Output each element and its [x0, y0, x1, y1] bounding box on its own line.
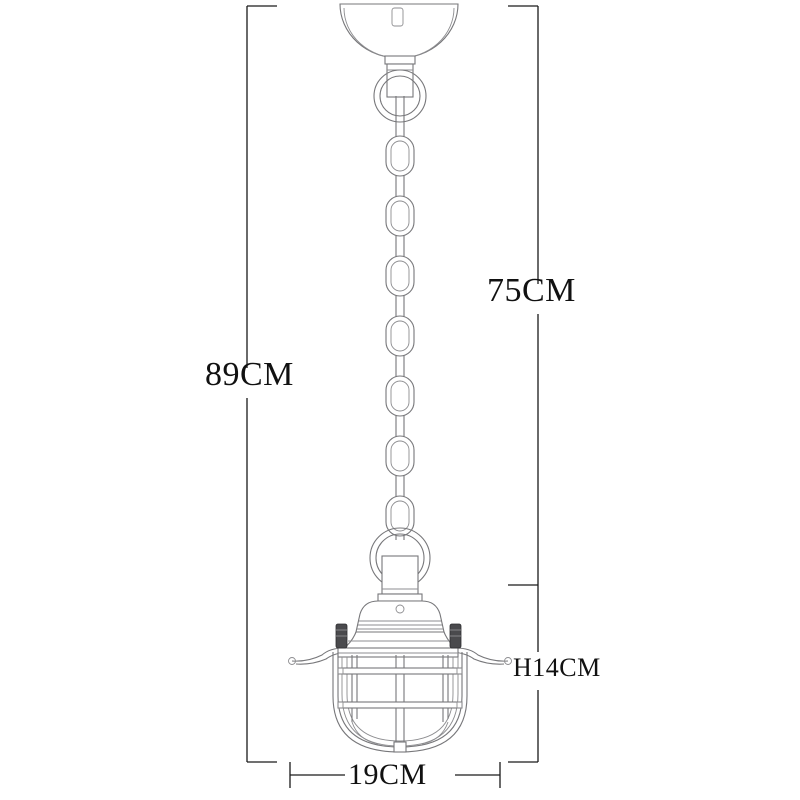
chain-link: [385, 495, 415, 537]
dimension-label-shade-width: 19CM: [348, 758, 427, 791]
dimension-line-shade-height: [508, 585, 539, 763]
protective-cage: [332, 652, 468, 753]
lamp-neck: [377, 555, 423, 602]
ceiling-canopy: [339, 3, 459, 59]
screw-post-left: [335, 623, 348, 649]
chain-link: [385, 195, 415, 237]
dimension-label-shade-height: H14CM: [513, 653, 601, 682]
dimension-label-drop-height: 75CM: [487, 272, 576, 309]
suspension-chain: [385, 96, 415, 540]
chain-link: [385, 255, 415, 297]
ribbed-collar: [342, 600, 458, 649]
chain-link: [385, 135, 415, 177]
chain-link: [385, 435, 415, 477]
chain-link: [385, 375, 415, 417]
dimension-line-shade-width: [289, 762, 501, 788]
dimension-line-drop-height: [508, 5, 539, 586]
dimension-line-total-height: [246, 5, 277, 763]
screw-post-right: [449, 623, 462, 649]
canopy-hanging-ring: [373, 69, 427, 123]
bottom-finial: [393, 741, 407, 753]
flared-brim: [288, 647, 512, 665]
chain-link: [385, 315, 415, 357]
dimension-label-total-height: 89CM: [205, 356, 294, 393]
